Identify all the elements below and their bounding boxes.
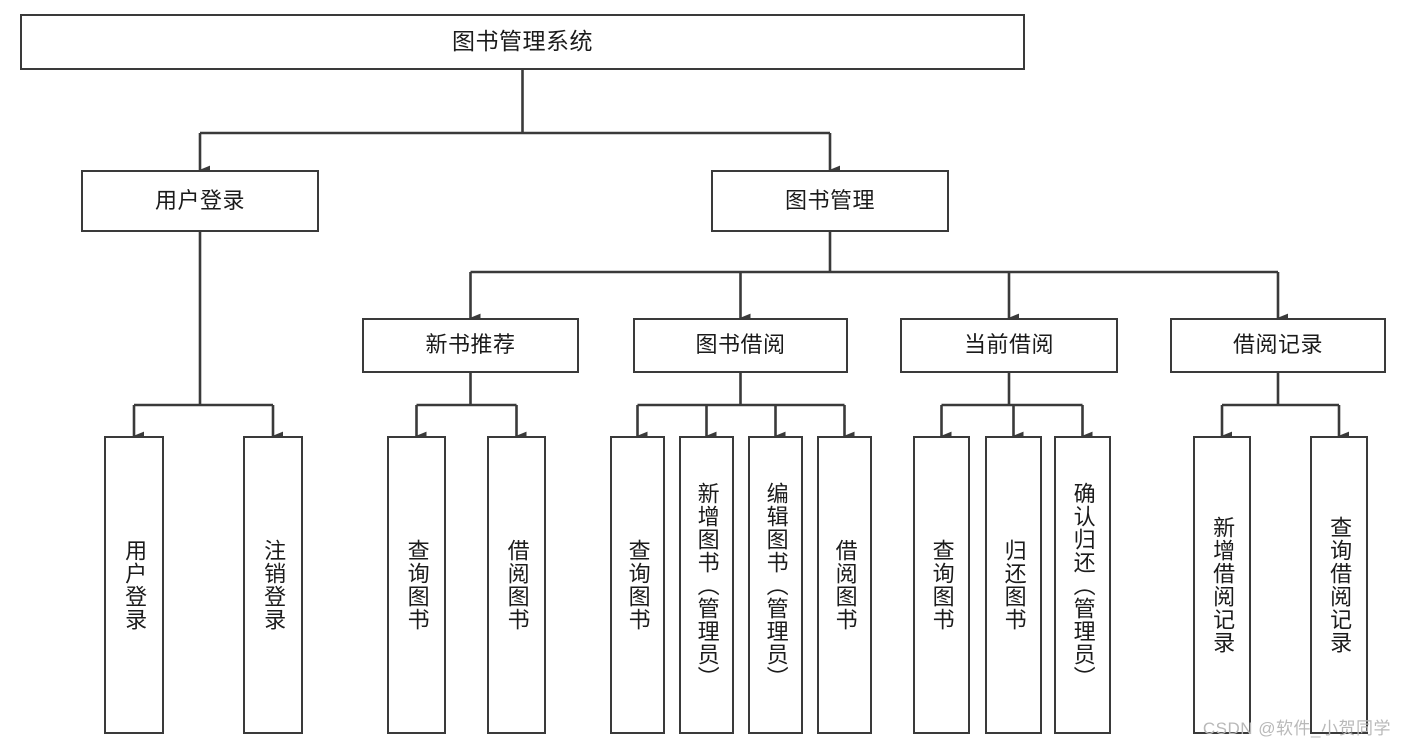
- node-leaf-return-book-label: 归还图书: [1001, 539, 1027, 631]
- node-borrow-record-label: 借阅记录: [1232, 332, 1323, 358]
- node-leaf-add-borrow-record[interactable]: 新增借阅记录: [1193, 436, 1251, 734]
- node-root-label: 图书管理系统: [452, 28, 593, 55]
- node-leaf-borrow-book-1-label: 借阅图书: [504, 539, 530, 631]
- node-leaf-add-book-admin[interactable]: 新增图书（管理员）: [679, 436, 734, 734]
- node-leaf-add-book-admin-label: 新增图书（管理员）: [694, 481, 720, 689]
- node-current-borrow[interactable]: 当前借阅: [900, 318, 1118, 373]
- node-leaf-edit-book-admin[interactable]: 编辑图书（管理员）: [748, 436, 803, 734]
- node-new-book-recommend[interactable]: 新书推荐: [362, 318, 579, 373]
- node-borrow-record[interactable]: 借阅记录: [1170, 318, 1386, 373]
- node-user-login[interactable]: 用户登录: [81, 170, 319, 232]
- node-leaf-confirm-return-admin-label: 确认归还（管理员）: [1070, 481, 1096, 689]
- node-leaf-query-book-3-label: 查询图书: [929, 539, 955, 631]
- node-leaf-query-book-2-label: 查询图书: [625, 539, 651, 631]
- node-leaf-query-book-2[interactable]: 查询图书: [610, 436, 665, 734]
- node-current-borrow-label: 当前借阅: [963, 332, 1054, 358]
- node-leaf-add-borrow-record-label: 新增借阅记录: [1210, 516, 1236, 654]
- node-user-login-label: 用户登录: [154, 187, 245, 213]
- node-leaf-query-book-3[interactable]: 查询图书: [913, 436, 970, 734]
- node-leaf-user-login-label: 用户登录: [122, 539, 148, 631]
- node-book-borrow[interactable]: 图书借阅: [633, 318, 848, 373]
- node-leaf-confirm-return-admin[interactable]: 确认归还（管理员）: [1054, 436, 1111, 734]
- node-book-manage[interactable]: 图书管理: [711, 170, 949, 232]
- node-leaf-edit-book-admin-label: 编辑图书（管理员）: [763, 481, 789, 689]
- watermark-text: CSDN @软件_小贺同学: [1202, 719, 1391, 738]
- node-book-borrow-label: 图书借阅: [695, 332, 786, 358]
- node-leaf-logout[interactable]: 注销登录: [243, 436, 303, 734]
- node-leaf-query-borrow-record[interactable]: 查询借阅记录: [1310, 436, 1368, 734]
- node-leaf-borrow-book-2[interactable]: 借阅图书: [817, 436, 872, 734]
- node-leaf-query-book-1[interactable]: 查询图书: [387, 436, 446, 734]
- node-leaf-logout-label: 注销登录: [261, 539, 287, 631]
- node-leaf-query-book-1-label: 查询图书: [404, 539, 430, 631]
- node-leaf-query-borrow-record-label: 查询借阅记录: [1327, 516, 1353, 654]
- node-root[interactable]: 图书管理系统: [20, 14, 1025, 70]
- node-leaf-user-login[interactable]: 用户登录: [104, 436, 164, 734]
- node-leaf-borrow-book-1[interactable]: 借阅图书: [487, 436, 546, 734]
- node-leaf-return-book[interactable]: 归还图书: [985, 436, 1042, 734]
- node-new-book-recommend-label: 新书推荐: [425, 332, 516, 358]
- node-book-manage-label: 图书管理: [784, 187, 875, 213]
- node-leaf-borrow-book-2-label: 借阅图书: [832, 539, 858, 631]
